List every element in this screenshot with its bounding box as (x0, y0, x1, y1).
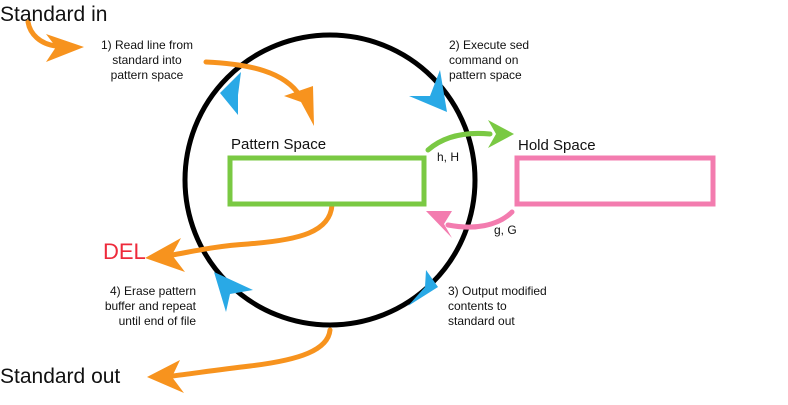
step-erase-text: 4) Erase pattern buffer and repeat until… (88, 284, 196, 329)
hold-ops-label: h, H (437, 150, 460, 164)
stdin-arrowhead (46, 34, 84, 62)
hold-arrowhead (488, 120, 514, 148)
step-read-line-2: standard into (112, 53, 182, 67)
step-execute-line-3: pattern space (449, 68, 522, 82)
hold-space-title: Hold Space (518, 137, 596, 154)
del-arrowhead (145, 238, 185, 272)
read-arrow-line (203, 59, 303, 99)
step-execute-text: 2) Execute sed command on pattern space (449, 38, 539, 83)
get-ops-label: g, G (494, 223, 517, 237)
step-execute-line-1: 2) Execute sed (449, 38, 530, 52)
step-output-line-2: contents to (448, 299, 507, 313)
pattern-space-title: Pattern Space (231, 136, 327, 153)
hold-space-box (514, 155, 716, 207)
standard-out-label: Standard out (0, 365, 121, 388)
step-read-text: 1) Read line from standard into pattern … (88, 38, 206, 83)
del-label: DEL (103, 239, 146, 264)
cycle-circle (182, 32, 478, 328)
stdout-arrow-line (169, 327, 333, 379)
cycle-arrow-bottom-right (408, 270, 438, 306)
step-read-line-3: pattern space (110, 68, 184, 82)
step-erase-line-3: until end of file (118, 314, 196, 328)
del-arrow-line (169, 202, 335, 258)
step-output-line-1: 3) Output modified (448, 284, 547, 298)
stdin-arrow-line (25, 19, 59, 49)
step-read-line-1: 1) Read line from (100, 38, 194, 52)
cycle-arrow-bottom-left (214, 272, 253, 312)
hold-arrow-line (425, 130, 493, 153)
step-execute-line-2: command on (449, 53, 519, 67)
stdout-arrowhead (147, 360, 184, 393)
get-arrow-line (445, 209, 515, 230)
step-erase-line-2: buffer and repeat (104, 299, 196, 313)
cycle-arrow-top-right (409, 70, 447, 112)
standard-in-label: Standard in (0, 3, 108, 26)
pattern-space-box (227, 155, 427, 207)
step-output-text: 3) Output modified contents to standard … (448, 284, 568, 329)
step-output-line-3: standard out (448, 314, 515, 328)
cycle-arrow-top-left (220, 72, 241, 115)
read-arrowhead (284, 86, 314, 126)
step-erase-line-1: 4) Erase pattern (109, 284, 196, 298)
get-arrowhead (426, 211, 452, 238)
